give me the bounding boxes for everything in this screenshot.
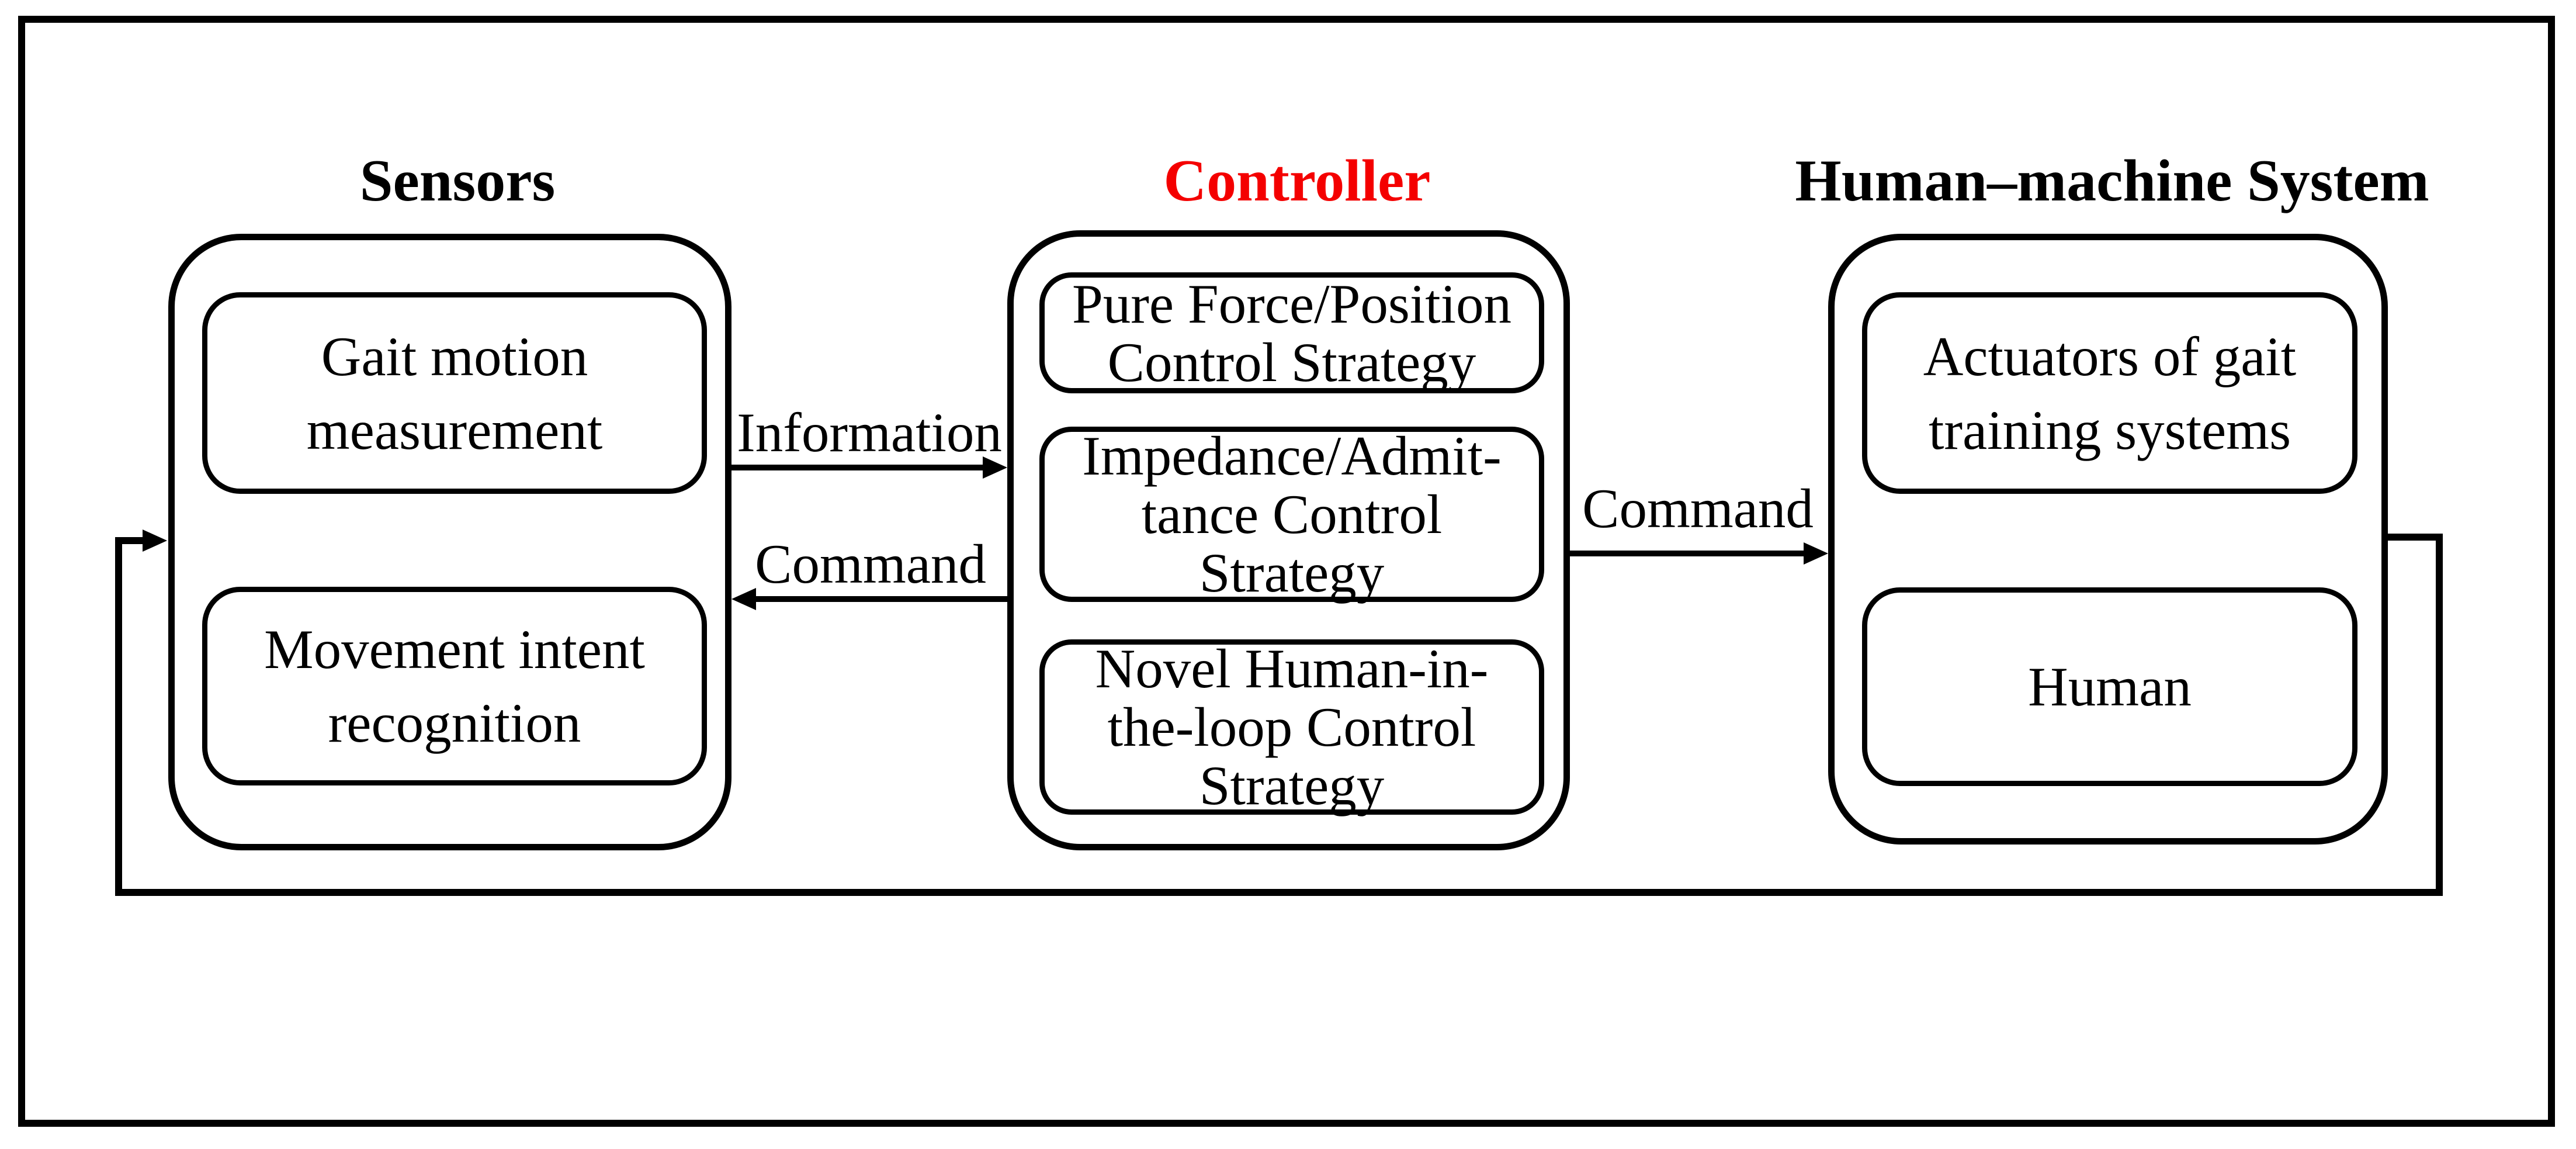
pure-force-position-control-box: Pure Force/Position Control Strategy bbox=[1039, 272, 1544, 393]
feedback-loop-arrow bbox=[115, 529, 2443, 896]
box-text-line: Impedance/Admit- bbox=[1082, 425, 1502, 487]
box-text-line: the-loop Control bbox=[1107, 696, 1476, 758]
sensors-group-box bbox=[168, 234, 731, 850]
box-text-line: Strategy bbox=[1199, 542, 1385, 604]
box-text-line: measurement bbox=[306, 399, 603, 461]
controller-title: Controller bbox=[1163, 148, 1431, 214]
box-text-line: Human bbox=[2028, 656, 2192, 718]
novel-human-in-the-loop-control-box: Novel Human-in- the-loop Control Strateg… bbox=[1039, 639, 1544, 815]
actuators-of-gait-training-systems-box: Actuators of gait training systems bbox=[1862, 292, 2357, 494]
box-text-line: Novel Human-in- bbox=[1095, 638, 1489, 700]
impedance-admittance-control-box: Impedance/Admit- tance Control Strategy bbox=[1039, 427, 1544, 602]
command-to-hms-arrow bbox=[1570, 542, 1828, 565]
sensors-title: Sensors bbox=[359, 148, 556, 214]
information-arrow-label: Information bbox=[737, 402, 1002, 463]
command-to-sensors-arrow bbox=[731, 588, 1007, 610]
box-text-line: Control Strategy bbox=[1107, 331, 1476, 393]
gait-motion-measurement-box: Gait motion measurement bbox=[202, 292, 707, 494]
box-text-line: Movement intent bbox=[264, 618, 645, 680]
command-to-hms-arrow-label: Command bbox=[1582, 477, 1814, 539]
box-text-line: tance Control bbox=[1141, 483, 1443, 545]
human-machine-system-group-box bbox=[1828, 234, 2388, 845]
box-text-line: Strategy bbox=[1199, 755, 1385, 816]
human-box: Human bbox=[1862, 587, 2357, 786]
outer-frame bbox=[18, 16, 2555, 1127]
box-text-line: Gait motion bbox=[321, 325, 588, 387]
controller-group-box bbox=[1007, 230, 1570, 850]
information-arrow bbox=[731, 456, 1007, 479]
box-text-line: Pure Force/Position bbox=[1072, 272, 1512, 335]
human-machine-system-title: Human–machine System bbox=[1795, 148, 2429, 214]
movement-intent-recognition-box: Movement intent recognition bbox=[202, 587, 707, 785]
box-text-line: recognition bbox=[328, 692, 581, 754]
command-to-sensors-arrow-label: Command bbox=[755, 533, 986, 595]
box-text-line: training systems bbox=[1928, 399, 2291, 461]
box-text-line: Actuators of gait bbox=[1923, 325, 2297, 387]
